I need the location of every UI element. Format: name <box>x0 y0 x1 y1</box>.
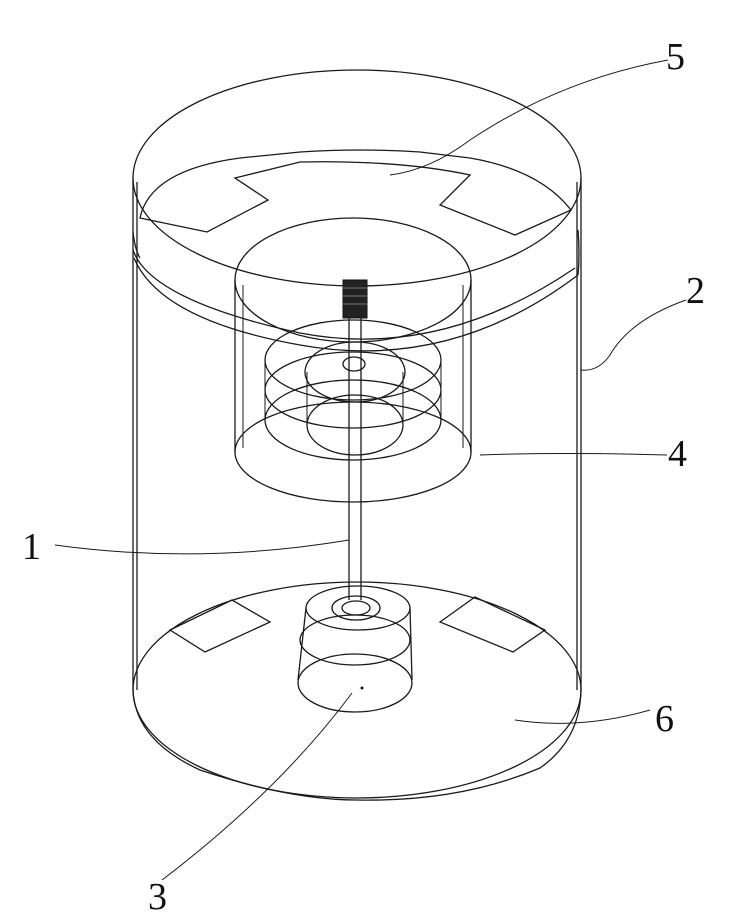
label-1: 1 <box>22 526 41 568</box>
top-plate <box>133 150 579 351</box>
label-4: 4 <box>668 433 687 475</box>
inner-housing <box>235 218 471 502</box>
shaft <box>349 318 361 600</box>
label-2: 2 <box>686 270 705 312</box>
reference-labels: 5 2 4 1 6 3 <box>22 36 705 918</box>
label-3: 3 <box>148 876 167 918</box>
bottom-hub <box>298 586 412 712</box>
label-6: 6 <box>655 698 674 740</box>
label-5: 5 <box>666 36 685 78</box>
top-knob <box>343 280 367 318</box>
leader-lines <box>55 60 686 880</box>
